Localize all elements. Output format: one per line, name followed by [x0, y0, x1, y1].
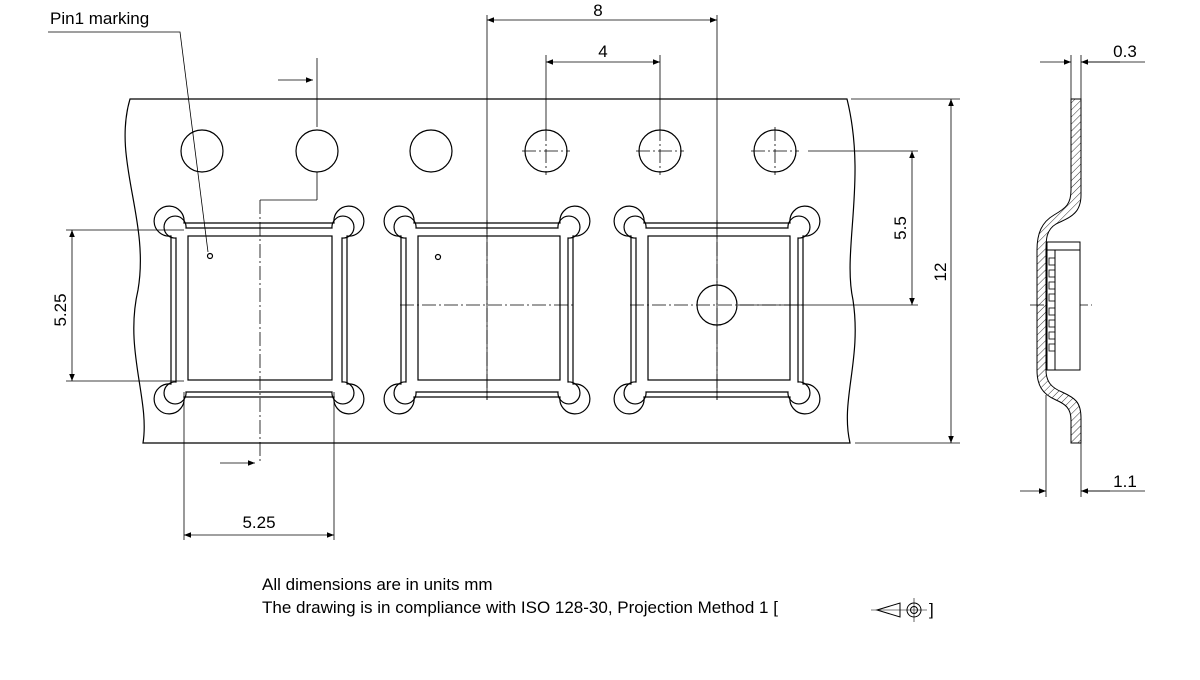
component-side — [1046, 241, 1081, 371]
dim-1-1-label: 1.1 — [1113, 472, 1137, 491]
dim-5-25-vertical-label: 5.25 — [51, 293, 70, 326]
sprocket-hole — [409, 129, 453, 173]
extension-lines — [66, 15, 960, 540]
dim-12-label: 12 — [931, 263, 950, 282]
closing-bracket: ] — [929, 600, 934, 619]
dim-5-5-label: 5.5 — [891, 216, 910, 240]
first-angle-projection-icon — [871, 598, 927, 622]
pin1-dot — [434, 253, 442, 261]
compliance-note: The drawing is in compliance with ISO 12… — [262, 598, 778, 617]
dimension-lines — [69, 17, 954, 538]
dim-4-label: 4 — [598, 42, 607, 61]
sprocket-holes — [180, 129, 797, 173]
pocket-3 — [613, 205, 821, 415]
units-note: All dimensions are in units mm — [262, 575, 493, 594]
pocket-1 — [153, 205, 365, 415]
side-view — [1020, 55, 1145, 497]
sprocket-hole — [180, 129, 224, 173]
pin1-leader — [48, 31, 209, 253]
component-leads — [1048, 257, 1056, 352]
pin1-dot — [206, 252, 214, 260]
dim-8-label: 8 — [593, 1, 602, 20]
pin1-label: Pin1 marking — [50, 9, 149, 28]
dim-5-25-horizontal-label: 5.25 — [242, 513, 275, 532]
dim-0-3-label: 0.3 — [1113, 42, 1137, 61]
center-lines — [259, 127, 1092, 462]
carrier-tape — [124, 98, 856, 444]
sprocket-hole — [295, 129, 339, 173]
pocket-2 — [383, 205, 591, 415]
